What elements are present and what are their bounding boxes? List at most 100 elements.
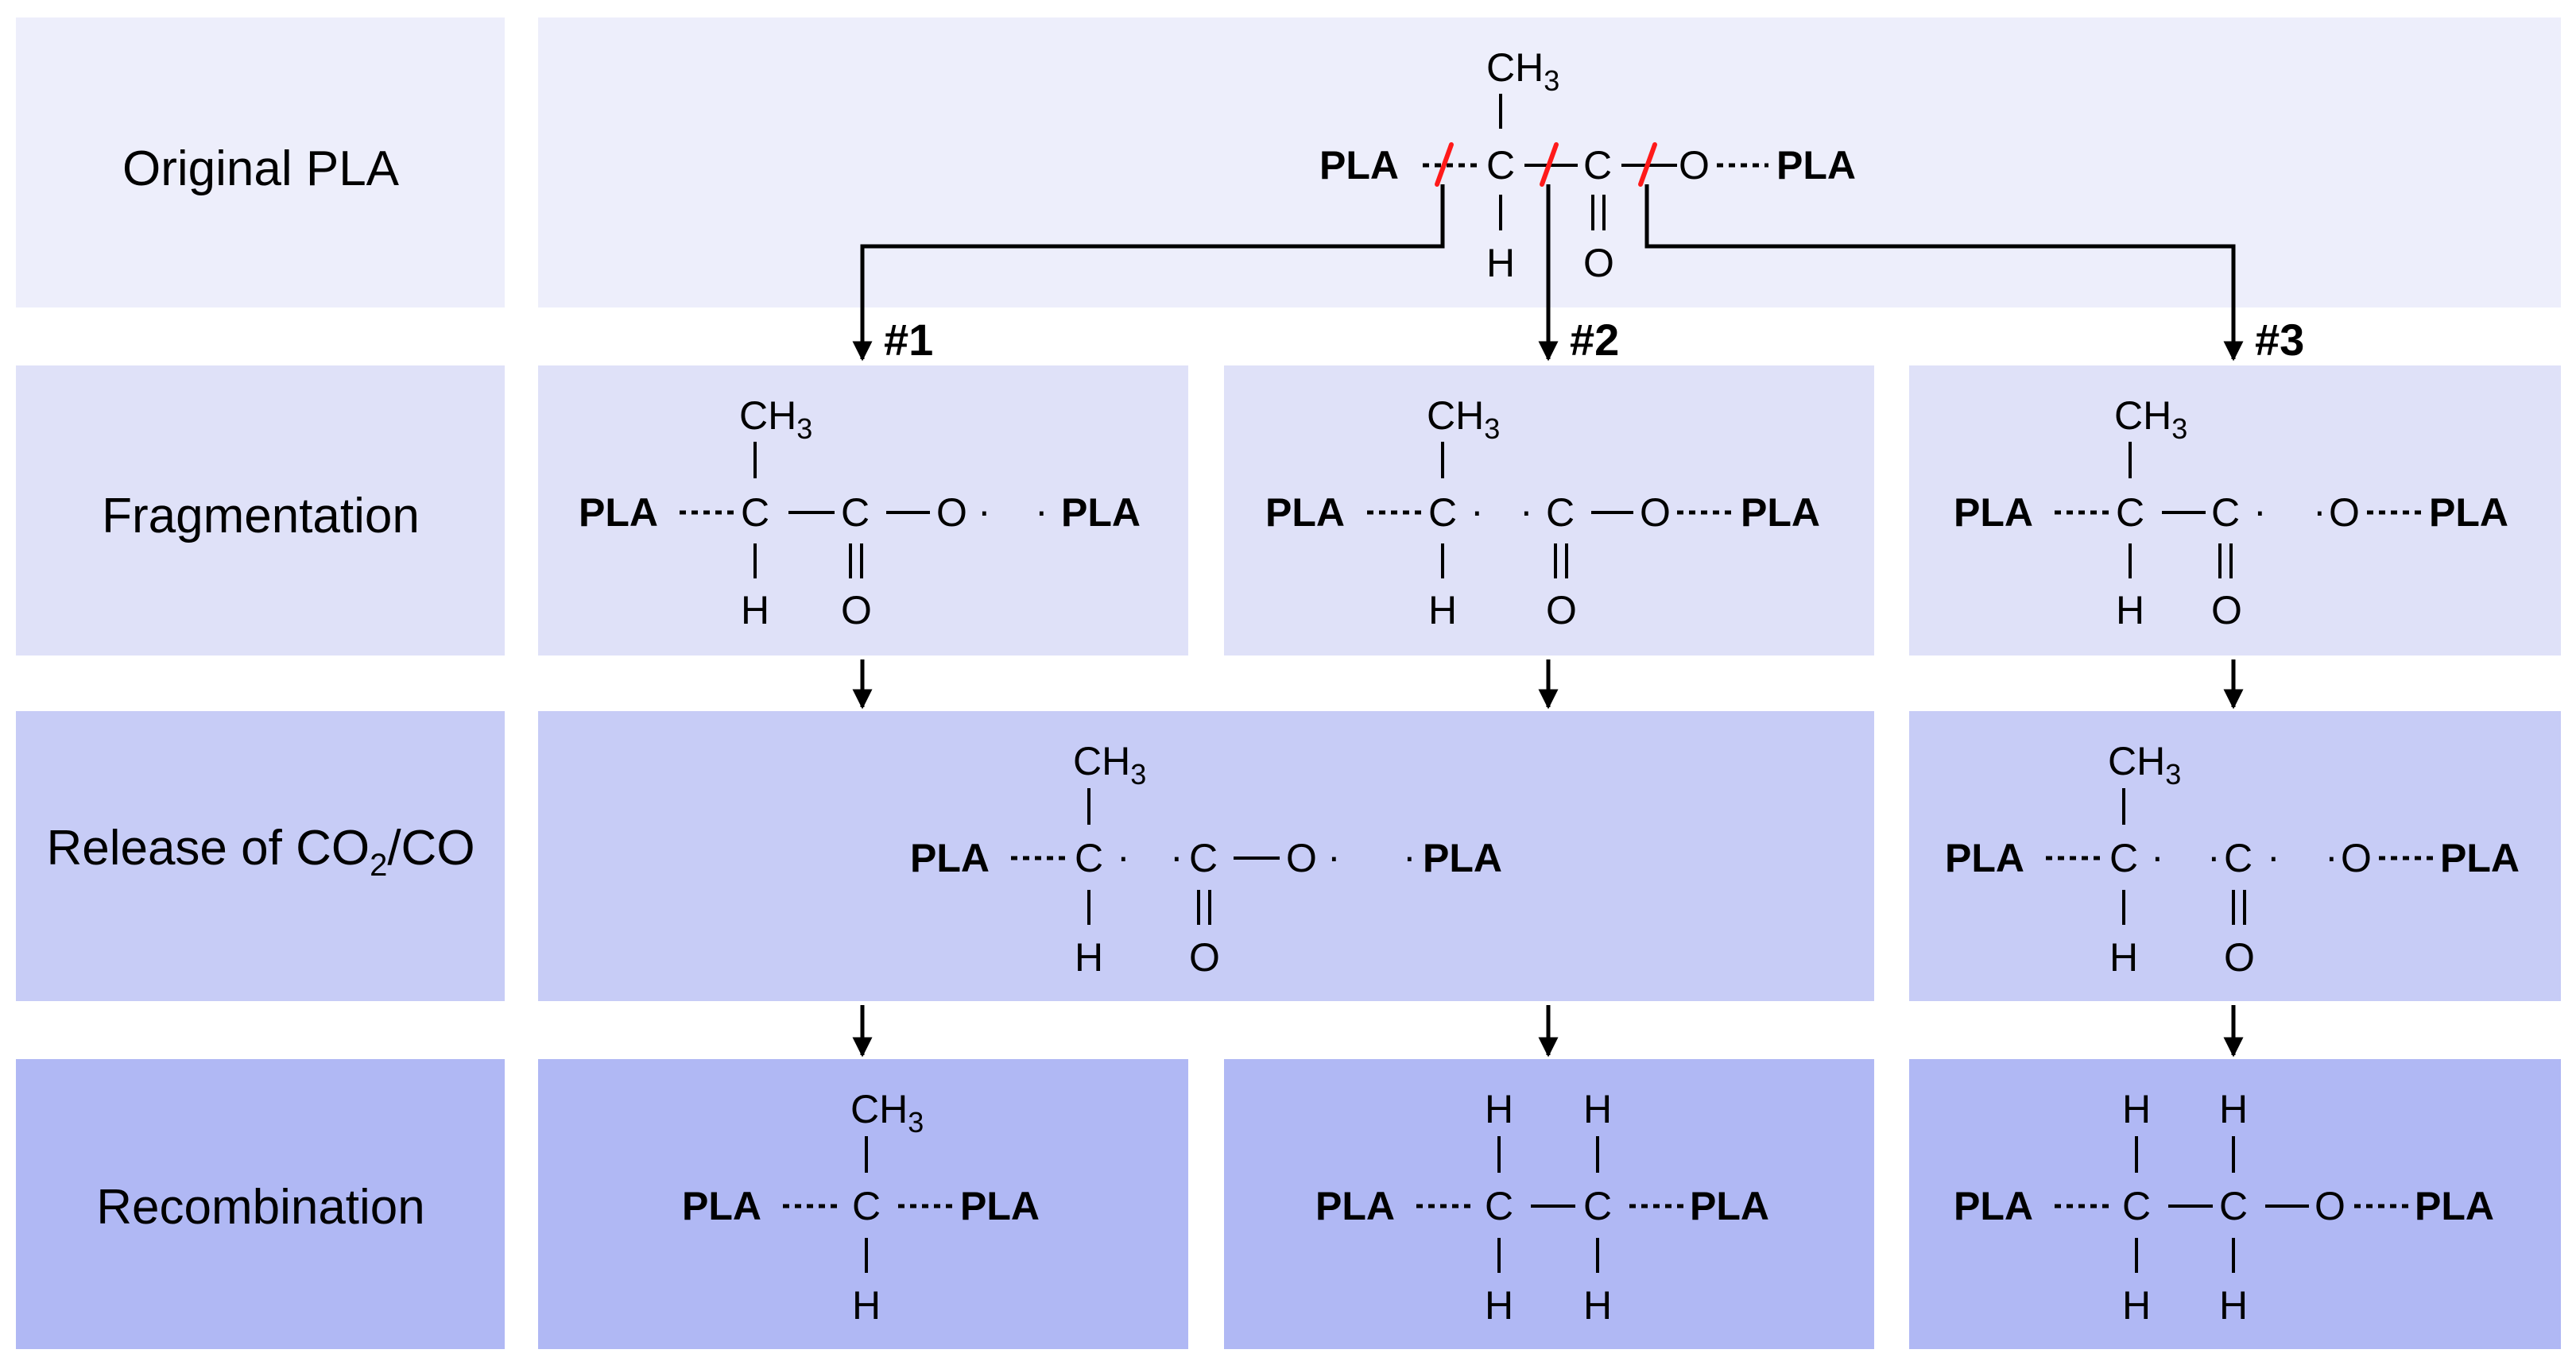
- svg-text:PLA: PLA: [579, 490, 658, 535]
- row2-box-3: [1909, 365, 2561, 655]
- pathway-label-2: #2: [1570, 315, 1619, 365]
- svg-text:H: H: [1485, 1283, 1513, 1328]
- row2-label-box: [16, 365, 505, 655]
- arrow-path-3: [1644, 184, 2244, 362]
- svg-text:·: ·: [2325, 834, 2338, 879]
- svg-text:C: C: [2109, 836, 2138, 880]
- svg-text:C: C: [2211, 490, 2240, 535]
- row3-box-3: [1909, 711, 2561, 1001]
- svg-text:PLA: PLA: [1741, 490, 1820, 535]
- svg-text:·: ·: [1327, 834, 1341, 879]
- svg-text:·: ·: [2151, 834, 2164, 879]
- row-label-recombination: Recombination: [96, 1180, 425, 1235]
- svg-text:PLA: PLA: [1954, 1184, 2033, 1228]
- svg-text:PLA: PLA: [960, 1184, 1040, 1228]
- row2-box-2: [1224, 365, 1874, 655]
- row4-label-box: [16, 1059, 505, 1349]
- svg-text:H: H: [2122, 1087, 2151, 1131]
- pla-left: PLA: [1319, 143, 1399, 188]
- svg-text:H: H: [741, 588, 769, 632]
- svg-text:H: H: [1583, 1087, 1612, 1131]
- svg-text:O: O: [841, 588, 872, 632]
- cut-mark-2: [1540, 142, 1559, 187]
- svg-text:PLA: PLA: [1954, 490, 2033, 535]
- svg-text:H: H: [2219, 1283, 2248, 1328]
- svg-text:·: ·: [2253, 489, 2267, 533]
- svg-text:O: O: [1286, 836, 1317, 880]
- row-label-original: Original PLA: [122, 141, 400, 196]
- ch3-group: CH3: [1486, 45, 1559, 97]
- arrow-path-1: [852, 184, 1445, 362]
- row4-box-3: [1909, 1059, 2561, 1349]
- svg-text:O: O: [2224, 935, 2255, 980]
- svg-text:PLA: PLA: [1315, 1184, 1395, 1228]
- svg-text:CH3: CH3: [1427, 393, 1500, 445]
- row-label-release: Release of CO2/CO: [46, 821, 475, 883]
- svg-text:CH3: CH3: [739, 393, 812, 445]
- svg-text:O: O: [2329, 490, 2360, 535]
- svg-text:H: H: [1075, 935, 1103, 980]
- svg-text:H: H: [1428, 588, 1457, 632]
- carbon-carbonyl: C: [1583, 143, 1612, 188]
- svg-text:PLA: PLA: [1061, 490, 1141, 535]
- svg-text:H: H: [1583, 1283, 1612, 1328]
- svg-text:·: ·: [1403, 834, 1416, 879]
- row4-box-1: [538, 1059, 1188, 1349]
- svg-text:CH3: CH3: [1073, 739, 1146, 791]
- svg-text:C: C: [1428, 490, 1457, 535]
- svg-text:C: C: [1583, 1184, 1612, 1228]
- pla-right: PLA: [1776, 143, 1856, 188]
- svg-text:·: ·: [1170, 834, 1183, 879]
- pathway-label-1: #1: [884, 315, 933, 365]
- svg-text:PLA: PLA: [1265, 490, 1345, 535]
- svg-text:H: H: [2219, 1087, 2248, 1131]
- svg-text:PLA: PLA: [1423, 836, 1502, 880]
- cut-mark-3: [1638, 142, 1657, 187]
- svg-text:C: C: [841, 490, 870, 535]
- oxygen-carbonyl: O: [1583, 241, 1614, 285]
- row-labels: Original PLA Fragmentation Release of CO…: [46, 141, 475, 1235]
- svg-text:O: O: [1640, 490, 1671, 535]
- svg-text:·: ·: [978, 489, 991, 533]
- svg-text:PLA: PLA: [1945, 836, 2024, 880]
- arrows-to-release: [852, 659, 2244, 710]
- row-label-fragmentation: Fragmentation: [102, 489, 420, 543]
- svg-text:PLA: PLA: [2415, 1184, 2494, 1228]
- svg-text:·: ·: [1470, 489, 1484, 533]
- svg-text:CH3: CH3: [850, 1087, 924, 1139]
- hydrogen-alpha: H: [1486, 241, 1515, 285]
- svg-text:C: C: [852, 1184, 881, 1228]
- svg-text:PLA: PLA: [2429, 490, 2508, 535]
- arrows-to-recombination: [852, 1005, 2244, 1058]
- pathway-label-3: #3: [2255, 315, 2304, 365]
- svg-text:C: C: [1546, 490, 1575, 535]
- svg-text:O: O: [2211, 588, 2242, 632]
- carbon-alpha: C: [1486, 143, 1515, 188]
- svg-text:H: H: [852, 1283, 881, 1328]
- release-3: CH3 PLA C · · C · · O PLA H O: [1945, 739, 2520, 980]
- svg-text:PLA: PLA: [910, 836, 990, 880]
- recombination-1: CH3 PLA C PLA H: [682, 1087, 1040, 1328]
- recombination-3: H H PLA C C O PLA H H: [1954, 1087, 2494, 1328]
- svg-text:·: ·: [2207, 834, 2221, 879]
- svg-text:H: H: [2122, 1283, 2151, 1328]
- recombination-2: H H PLA C C PLA H H: [1315, 1087, 1769, 1328]
- svg-text:C: C: [1189, 836, 1218, 880]
- oxygen-ester: O: [1679, 143, 1710, 188]
- svg-text:PLA: PLA: [682, 1184, 761, 1228]
- svg-text:C: C: [2116, 490, 2144, 535]
- svg-text:C: C: [2224, 836, 2253, 880]
- svg-text:H: H: [1485, 1087, 1513, 1131]
- svg-text:·: ·: [1117, 834, 1130, 879]
- svg-text:PLA: PLA: [2440, 836, 2520, 880]
- row-backgrounds: [16, 17, 2561, 1349]
- original-pla-molecule: CH3 PLA C C O PLA H O: [1319, 45, 1856, 285]
- fragment-1: CH3 PLA C C O · · PLA H O: [579, 393, 1141, 632]
- svg-text:CH3: CH3: [2108, 739, 2181, 791]
- row1-label-box: [16, 17, 505, 307]
- svg-text:O: O: [1546, 588, 1577, 632]
- svg-text:O: O: [2341, 836, 2372, 880]
- cut-mark-1: [1435, 142, 1454, 187]
- fragment-2: CH3 PLA C · · C O PLA H O: [1265, 393, 1820, 632]
- svg-text:C: C: [2219, 1184, 2248, 1228]
